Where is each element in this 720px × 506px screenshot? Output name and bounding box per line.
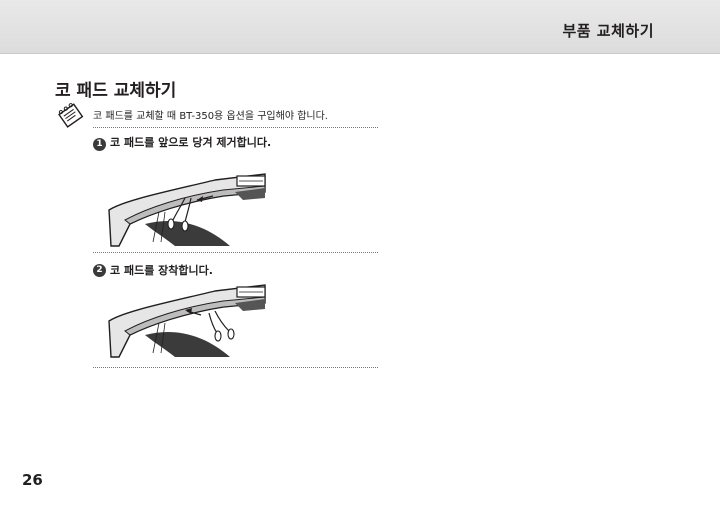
nose-pad-attach-illustration — [108, 284, 266, 358]
nose-pad-removal-illustration — [108, 173, 266, 247]
step-text: 코 패드를 앞으로 당겨 제거합니다. — [110, 136, 272, 149]
divider — [93, 367, 378, 368]
divider — [93, 252, 378, 253]
step-text: 코 패드를 장착합니다. — [110, 264, 213, 277]
section-title: 코 패드 교체하기 — [55, 81, 177, 101]
header-band: 부품 교체하기 — [0, 0, 720, 54]
step-number: 2 — [93, 264, 106, 277]
divider — [93, 127, 378, 128]
step-number: 1 — [93, 138, 106, 151]
note-icon — [58, 103, 84, 128]
page-number: 26 — [22, 471, 43, 489]
chapter-title: 부품 교체하기 — [562, 22, 654, 40]
note-text: 코 패드를 교체할 때 BT-350용 옵션을 구입해야 합니다. — [93, 111, 328, 122]
